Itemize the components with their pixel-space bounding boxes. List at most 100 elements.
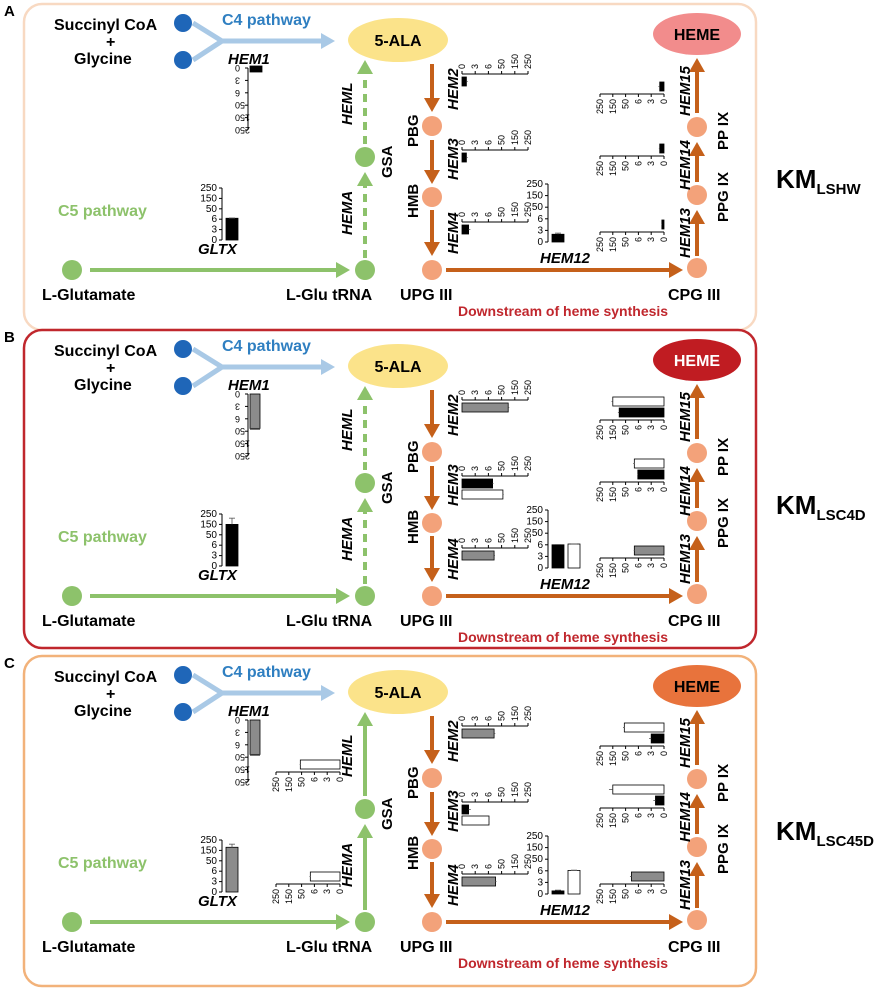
hmb-node [422,513,442,533]
hem15-arrow-head [689,58,705,72]
succinyl-coa-dot [174,340,192,358]
hem12-arrow-head [669,262,683,278]
ppg-label: PPG IX [715,824,732,874]
hem4-tick-label: 150 [510,528,520,543]
c5-pathway-label: C5 pathway [58,855,147,872]
hem4-tick-label: 50 [497,533,507,543]
hem12-tick-label: 150 [526,517,543,528]
hem14-gene-label: HEM14 [677,139,694,190]
hem1-gene-label: HEM1 [228,377,270,394]
hem12-tick-label: 3 [537,551,543,562]
hem1-tick-label: 0 [235,389,240,399]
hem14-bar [637,469,665,480]
hem3-arrow-head [424,822,440,836]
hem3-tick-label: 150 [510,456,520,471]
l-glutamate-node [62,912,82,932]
hem3-tick-label: 250 [523,456,533,471]
cpg-label: CPG III [668,613,720,630]
succinyl-coa-label: Succinyl CoA [54,17,158,34]
gsa-label: GSA [379,145,396,178]
glycine-dot [174,51,192,69]
hem15-tick-label: 3 [646,99,656,104]
hem14-bar [655,795,665,806]
l-glutamate-label: L-Glutamate [42,613,135,630]
hem12-tick-label: 150 [526,843,543,854]
hem14-tick-label: 250 [595,813,605,828]
c5-arrow-head [336,588,350,604]
hem3-tick-label: 3 [470,140,480,145]
gltx-tick-label: 50 [206,204,218,215]
gltx-tick-label: 50 [206,856,218,867]
hem14-tick-label: 250 [595,487,605,502]
hem14-bar [659,143,665,154]
hem1-tick-label: 50 [235,752,245,762]
hem13-tick-label: 6 [633,237,643,242]
strain-label: KMLSHW [776,164,861,198]
hem3-bar [461,478,494,489]
hem15-arrow-head [689,384,705,398]
hem4-gene-label: HEM4 [445,538,462,580]
gltx-tick-label: 250 [200,183,217,194]
pbg-node [422,768,442,788]
gltx-tick-label: 6 [211,214,217,225]
hema-gene-label: HEMA [339,191,356,235]
hem2-tick-label: 0 [457,64,467,69]
hem2-arrow-head [424,750,440,764]
gltx-tick-label: 6 [211,866,217,877]
hema-gene-label: HEMA [339,517,356,561]
l-glutamate-label: L-Glutamate [42,939,135,956]
hem15-bar [659,81,665,92]
l-glu-trna-node [355,586,375,606]
hem4-bar [461,876,496,887]
hem12-gene-label: HEM12 [540,250,591,267]
hema-arrow-head [357,824,373,838]
hema-tick-label: 6 [309,889,319,894]
hem3-arrow-head [424,170,440,184]
hem2-tick-label: 50 [497,59,507,69]
hem2-bar [461,728,495,739]
upg-label: UPG III [400,287,452,304]
hem12-bar [567,870,581,895]
gltx-gene-label: GLTX [198,893,238,910]
gltx-tick-label: 150 [200,519,217,530]
hem1-tick-label: 150 [235,765,250,775]
heme-node [653,13,741,55]
heml-arrow-head [357,60,373,74]
hem1-tick-label: 250 [235,777,250,787]
hema-gene-label: HEMA [339,843,356,887]
hem14-arrow-head [689,794,705,808]
hem12-tick-label: 0 [537,889,543,900]
pp-label: PP IX [715,438,732,476]
ppg-label: PPG IX [715,498,732,548]
hem4-tick-label: 6 [483,212,493,217]
hem15-bar [623,722,665,733]
hem3-tick-label: 6 [483,466,493,471]
hem2-gene-label: HEM2 [445,394,462,436]
hem15-tick-label: 0 [659,99,669,104]
hem14-arrow-head [689,142,705,156]
gltx-tick-label: 250 [200,835,217,846]
heml-gene-label: HEML [339,409,356,452]
hem4-tick-label: 0 [457,212,467,217]
hem2-bar [461,76,467,87]
hem13-tick-label: 3 [646,889,656,894]
l-glu-trna-node [355,912,375,932]
downstream-label: Downstream of heme synthesis [458,303,668,319]
hem1-bar [249,719,261,755]
hem1-bar [249,393,261,429]
succinyl-coa-label: Succinyl CoA [54,343,158,360]
upg-label: UPG III [400,613,452,630]
hem4-arrow-head [424,894,440,908]
cpg-node [687,258,707,278]
heml-tick-label: 6 [309,777,319,782]
hem3-gene-label: HEM3 [445,790,462,832]
hem4-tick-label: 6 [483,538,493,543]
cpg-label: CPG III [668,939,720,956]
hem1-tick-label: 0 [235,715,240,725]
pp-node [687,117,707,137]
hem12-tick-label: 50 [532,202,544,213]
hem14-gene-label: HEM14 [677,791,694,842]
gltx-gene-label: GLTX [198,567,238,584]
hem14-arrow-head [689,468,705,482]
